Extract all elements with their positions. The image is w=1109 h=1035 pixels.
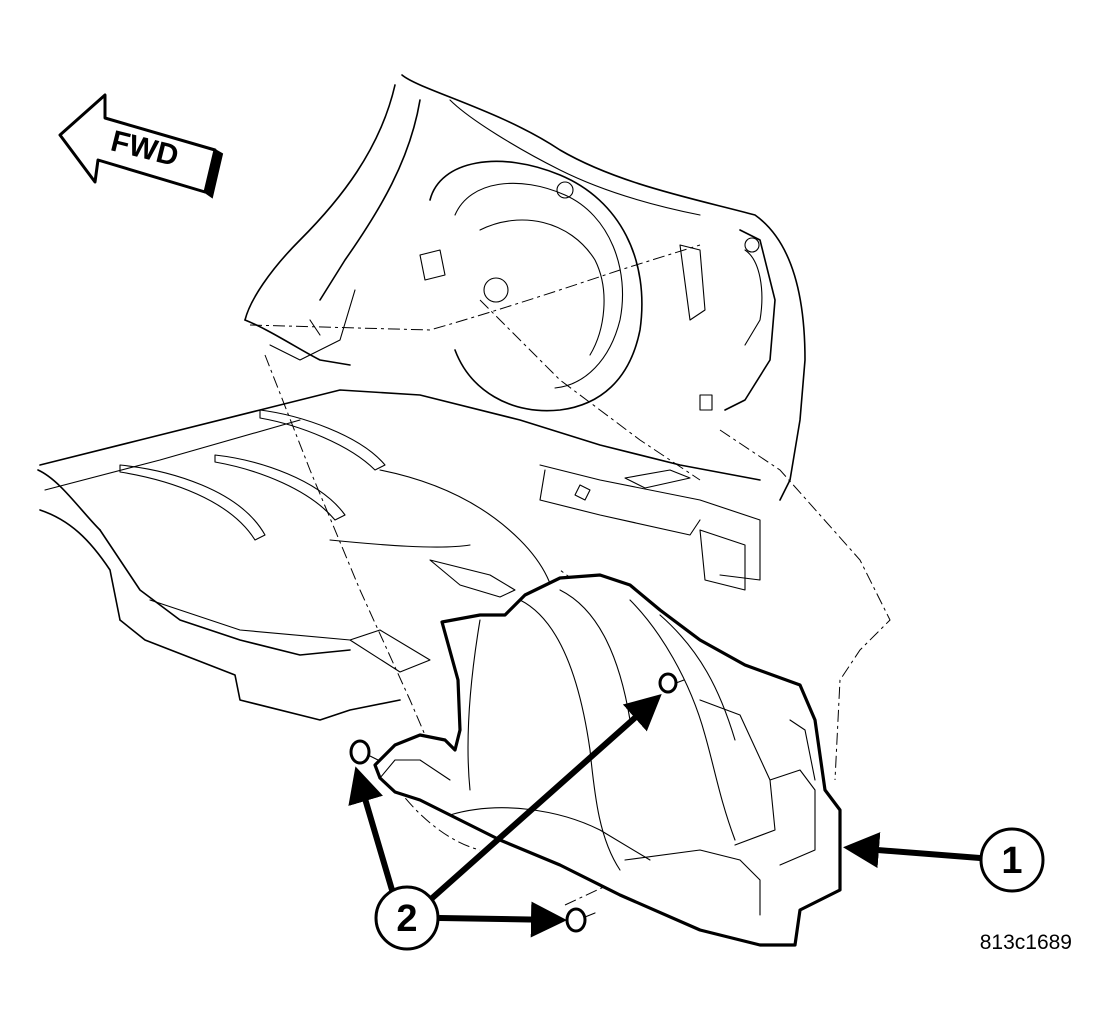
callout-2-circle bbox=[374, 885, 440, 951]
callout-leaders bbox=[348, 694, 983, 938]
callout-2-leader bbox=[437, 901, 567, 938]
callout-2-label: 2 bbox=[396, 898, 417, 940]
push-pin-fastener bbox=[565, 907, 596, 933]
push-pin-fastener bbox=[658, 672, 685, 694]
push-pin-fastener bbox=[349, 739, 379, 765]
push-pin-fasteners bbox=[349, 672, 685, 933]
callout-2-leader bbox=[427, 694, 662, 903]
callout-1-circle bbox=[979, 827, 1045, 893]
callout-2-leader bbox=[348, 766, 395, 893]
callout-2: 2 bbox=[374, 885, 440, 951]
trunk-side-trim-panel bbox=[373, 573, 842, 947]
callout-1-leader bbox=[843, 832, 983, 869]
callout-1: 1 bbox=[979, 827, 1045, 893]
forward-direction-arrow: FWD bbox=[58, 93, 224, 199]
callout-1-label: 1 bbox=[1001, 840, 1022, 882]
figure-code: 813c1689 bbox=[980, 931, 1072, 954]
